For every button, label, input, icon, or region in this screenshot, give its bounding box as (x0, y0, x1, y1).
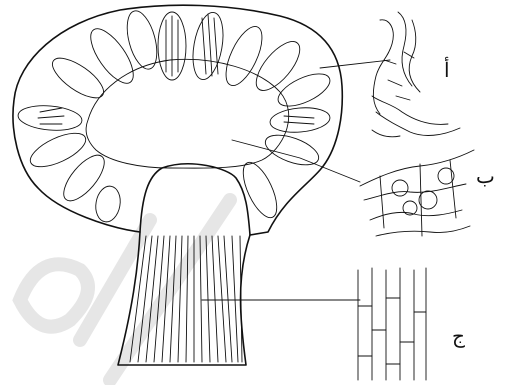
label-a: أ (444, 60, 450, 80)
inset-b-hyphae (360, 150, 474, 236)
label-c: ج (452, 326, 465, 346)
gills (17, 8, 334, 224)
gill-striations (38, 14, 314, 124)
inset-c-stipe-cells (358, 268, 426, 380)
label-b: ب (476, 166, 495, 186)
leader-lines (202, 60, 390, 300)
watermark (20, 200, 230, 380)
